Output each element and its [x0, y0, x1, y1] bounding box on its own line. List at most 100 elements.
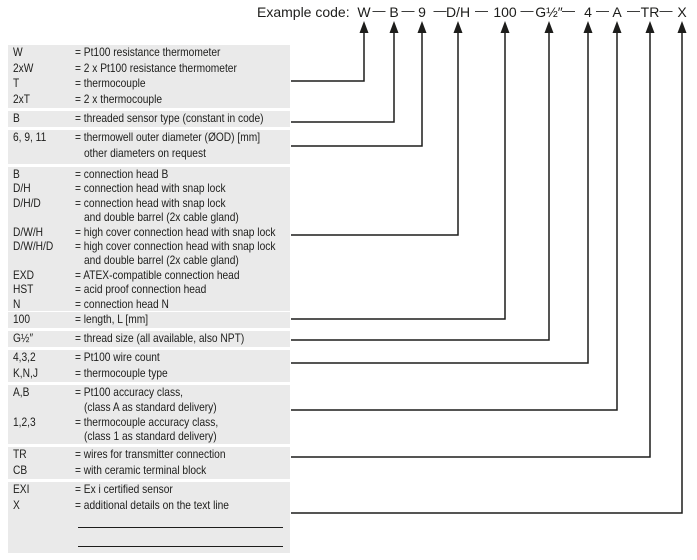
table-row: A,B = Pt100 accuracy class,	[8, 385, 290, 400]
code-cell: D/W/H/D	[13, 238, 54, 253]
table-row: D/H/D = connection head with snap lock	[8, 196, 290, 210]
connector-line-connection-head	[291, 33, 459, 236]
description-cell: (class A as standard delivery)	[84, 399, 217, 414]
example-code-header: Example code: W—B—9—D/H—100—G½″—4—A—TR—X	[0, 0, 697, 22]
description-cell: = thermocouple accuracy class,	[75, 414, 219, 429]
table-row: D/H = connection head with snap lock	[8, 181, 290, 195]
table-row: 4,3,2= Pt100 wire count	[8, 350, 290, 366]
table-row: W = Pt100 resistance thermometer	[8, 45, 290, 61]
description-cell: and double barrel (2x cable gland)	[84, 210, 239, 225]
description-cell: = wires for transmitter connection	[75, 447, 226, 461]
table-row: CB= with ceramic terminal block	[8, 463, 290, 479]
code-cell: TR	[13, 447, 27, 461]
table-row: and double barrel (2x cable gland)	[8, 253, 290, 267]
description-cell: = additional details on the text line	[75, 497, 229, 512]
code-separator: —	[627, 3, 640, 18]
code-segment: X	[677, 4, 687, 20]
arrow-up-icon	[583, 21, 593, 33]
connector-line-sensor-type	[291, 33, 365, 82]
code-separator: —	[520, 3, 534, 18]
table-row: 2xT = 2 x thermocouple	[8, 92, 290, 108]
description-cell: = connection head with snap lock	[75, 181, 226, 196]
code-group-sensor-type: W = Pt100 resistance thermometer 2xW = 2 x …	[8, 45, 290, 108]
code-segment: 4	[584, 4, 592, 20]
code-separator: —	[596, 3, 609, 18]
code-group-accuracy-class: A,B = Pt100 accuracy class,(class A as st…	[8, 385, 290, 444]
description-cell: = 2 x Pt100 resistance thermometer	[75, 60, 237, 75]
code-cell: 1,2,3	[13, 414, 36, 429]
description-cell: = with ceramic terminal block	[75, 462, 207, 477]
code-cell: W	[13, 45, 23, 59]
description-cell: = thread size (all available, also NPT)	[75, 331, 245, 345]
code-segment: W	[357, 4, 371, 20]
table-row: X= additional details on the text line	[8, 498, 290, 514]
description-cell: and double barrel (2x cable gland)	[84, 253, 239, 268]
arrow-up-icon	[389, 21, 399, 33]
arrow-up-icon	[677, 21, 687, 33]
table-row: TR = wires for transmitter connection	[8, 447, 290, 463]
code-separator: —	[475, 3, 488, 18]
code-segment: D/H	[445, 4, 471, 20]
code-cell: 100	[13, 312, 31, 326]
code-separator: —	[372, 3, 386, 18]
description-cell: = 2 x thermocouple	[75, 91, 163, 106]
description-cell: = thermocouple type	[75, 365, 168, 380]
description-cell: = high cover connection head with snap l…	[75, 238, 276, 253]
code-cell: D/H	[13, 181, 31, 196]
code-cell: A,B	[13, 385, 30, 399]
connector-line-accuracy-class	[291, 33, 618, 411]
connector-line-thread-size	[291, 33, 550, 341]
code-segment: 100	[493, 4, 517, 20]
description-cell: = connection head with snap lock	[75, 195, 226, 210]
description-cell: = Ex i certified sensor	[75, 482, 173, 496]
code-group-length: 100= length, L [mm]	[8, 312, 290, 328]
code-cell: EXI	[13, 482, 30, 496]
description-cell: other diameters on request	[84, 145, 206, 160]
code-group-thermowell-diameter: 6, 9, 11= thermowell outer diameter (ØOD…	[8, 130, 290, 164]
code-separator: —	[433, 3, 447, 18]
example-code-label: Example code:	[257, 4, 350, 20]
table-row: EXD= ATEX-compatible connection head	[8, 268, 290, 282]
table-row: (class 1 as standard delivery)	[8, 429, 290, 444]
table-row: G½″ = thread size (all available, also NP…	[8, 331, 290, 347]
description-cell: = Pt100 accuracy class,	[75, 385, 184, 399]
code-separator: —	[562, 3, 575, 18]
table-row: K,N,J= thermocouple type	[8, 366, 290, 382]
table-row: B= connection head B	[8, 167, 290, 181]
description-cell: = ATEX-compatible connection head	[75, 267, 240, 282]
description-cell: = Pt100 wire count	[75, 350, 160, 364]
connector-line-transmitter-options	[291, 33, 651, 458]
description-cell: = Pt100 resistance thermometer	[75, 45, 221, 59]
arrow-up-icon	[500, 21, 510, 33]
code-cell: T	[13, 76, 20, 91]
code-segment: B	[389, 4, 399, 20]
arrow-up-icon	[544, 21, 554, 33]
code-cell: 2xT	[13, 91, 31, 106]
code-cell: 2xW	[13, 60, 34, 75]
code-segment: TR	[640, 4, 660, 20]
table-row: EXI = Ex i certified sensor	[8, 482, 290, 498]
code-cell: D/W/H	[13, 224, 44, 239]
code-cell: D/H/D	[13, 195, 41, 210]
table-row: D/W/H/D = high cover connection head with…	[8, 239, 290, 253]
code-cell: G½″	[13, 331, 34, 345]
code-cell: B	[13, 167, 20, 181]
connector-line-sensor-construction	[291, 33, 395, 123]
code-separator: —	[401, 3, 415, 18]
connector-line-length	[291, 33, 506, 320]
table-row: N= connection head N	[8, 297, 290, 311]
code-segment: 9	[418, 4, 426, 20]
description-cell: = thermowell outer diameter (ØOD) [mm]	[75, 130, 261, 144]
arrow-up-icon	[645, 21, 655, 33]
table-row: (class A as standard delivery)	[8, 400, 290, 415]
table-row: other diameters on request	[8, 146, 290, 162]
code-cell: B	[13, 111, 20, 125]
code-separator: —	[659, 3, 673, 18]
description-cell: = thermocouple	[75, 76, 146, 91]
table-row: 2xW = 2 x Pt100 resistance thermometer	[8, 61, 290, 77]
blank-text-line	[78, 527, 283, 528]
table-row: 6, 9, 11= thermowell outer diameter (ØOD…	[8, 130, 290, 146]
